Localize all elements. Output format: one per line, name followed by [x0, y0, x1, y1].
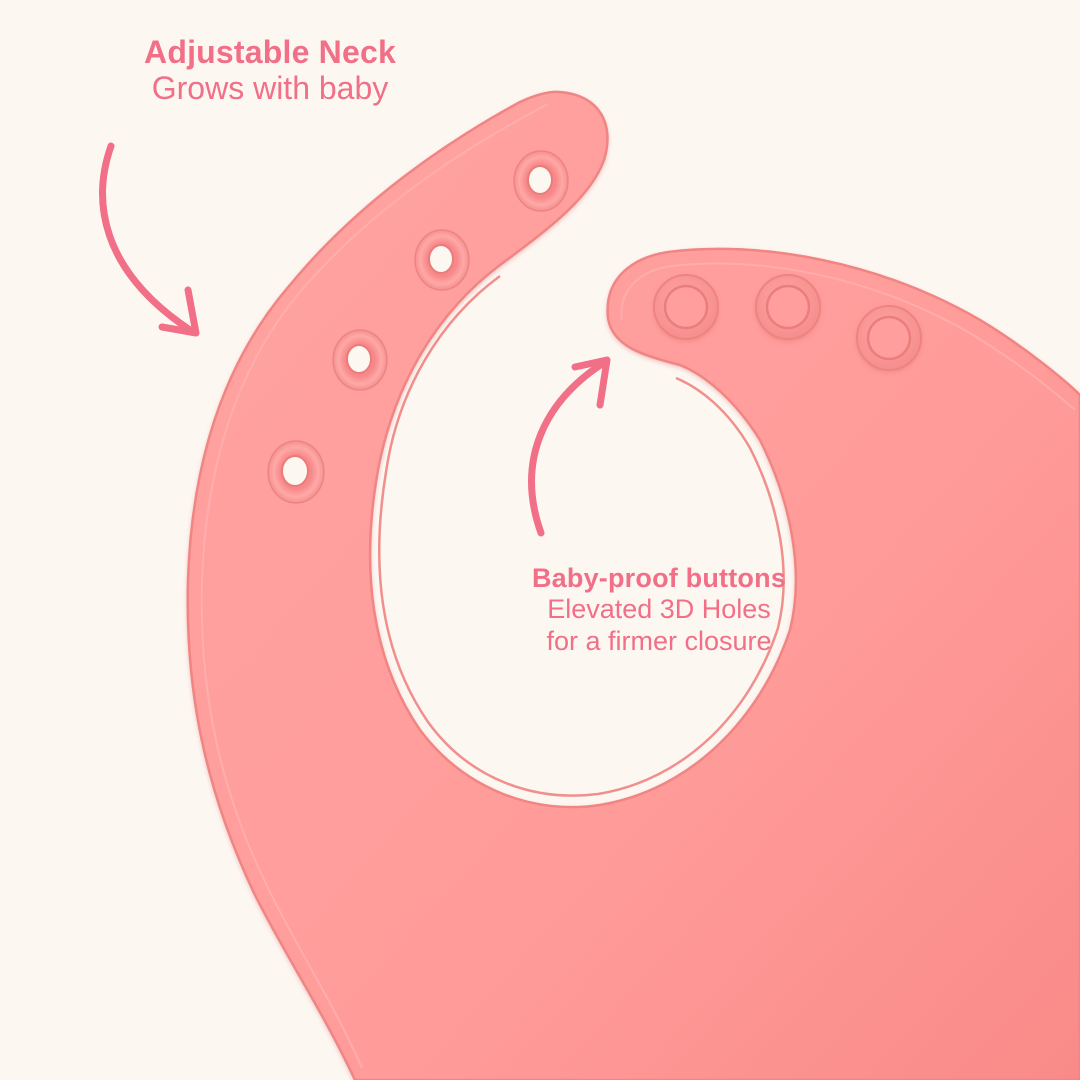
snap-button-2: [755, 274, 821, 340]
callout-title: Baby-proof buttons: [531, 563, 787, 593]
strap-hole-2: [414, 229, 470, 291]
outer-rim: [200, 103, 549, 1069]
snap-buttons: [653, 274, 922, 371]
snap-button-1: [653, 274, 719, 340]
strap-hole-4: [267, 440, 325, 504]
callout-line-2: for a firmer closure: [546, 625, 772, 656]
callout-line-1: Elevated 3D Holes: [547, 594, 771, 625]
callout-subtitle: Grows with baby: [151, 69, 389, 106]
neck-rim: [378, 274, 785, 797]
strap-hole-3: [332, 329, 388, 391]
strap-hole-1: [513, 150, 569, 212]
snap-button-3: [856, 305, 922, 371]
baby-proof-buttons-callout: Baby-proof buttons Elevated 3D Holes for…: [484, 564, 834, 655]
curved-arrow-up-right-icon: [528, 356, 611, 537]
curved-arrow-down-right-icon: [99, 142, 200, 337]
tab-rim: [620, 262, 1076, 411]
callout-title: Adjustable Neck: [144, 34, 396, 70]
adjustable-neck-callout: Adjustable Neck Grows with baby: [100, 34, 440, 106]
strap-holes: [267, 150, 569, 504]
